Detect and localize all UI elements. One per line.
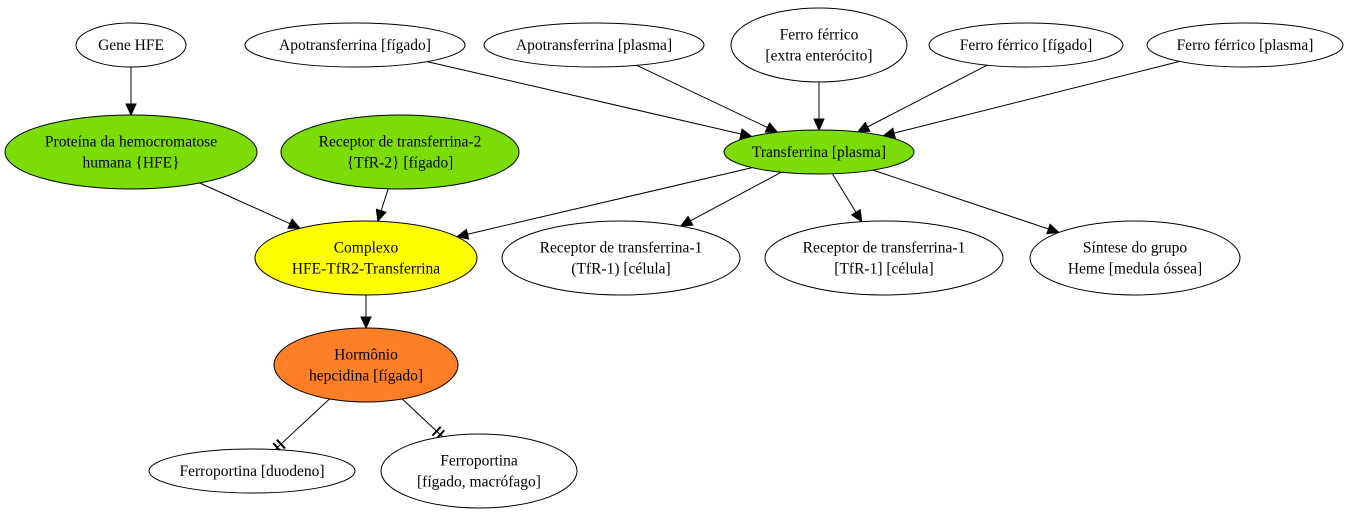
node-ferroportina-figado: Ferroportina [fígado, macrófago] [380, 433, 578, 509]
node-transferrina-plasma: Transferrina [plasma] [723, 129, 915, 175]
node-shape [273, 327, 459, 403]
edges-layer [125, 60, 1180, 453]
node-receptor-tfr2: Receptor de transferrina-2 {TfR-2} [fígad… [280, 114, 520, 190]
node-label: Ferroportina [duodeno] [179, 463, 324, 480]
node-ferroportina-duodeno: Ferroportina [duodeno] [148, 448, 356, 494]
node-ferro-ferrico-figado: Ferro férrico [fígado] [928, 22, 1124, 68]
node-shape [148, 448, 356, 494]
node-shape [764, 220, 1004, 296]
node-label: {TfR-2} [fígado] [347, 155, 454, 172]
node-label: Heme [medula óssea] [1068, 261, 1202, 278]
arrowhead-icon [287, 218, 302, 229]
node-shape [730, 7, 908, 83]
edge-apotransferrina_plasma-to-transferrina_plasma [636, 64, 779, 133]
edge-line [380, 188, 389, 211]
node-shape [501, 220, 741, 296]
edge-line [401, 398, 443, 438]
nodes-layer: Gene HFE Apotransferrina [fígado] Apotrans… [4, 7, 1344, 509]
node-label: Receptor de transferrina-1 [803, 240, 966, 257]
node-label: Ferro férrico [fígado] [960, 37, 1093, 54]
node-hepcidina: Hormônio hepcidina [fígado] [273, 327, 459, 403]
edge-proteina_hfe-to-complexo [199, 182, 302, 229]
arrowhead-icon [764, 122, 779, 133]
edge-complexo-to-hepcidina [360, 295, 372, 330]
edge-line [199, 182, 291, 225]
edge-ferro_ferrico_plasma-to-transferrina_plasma [882, 60, 1180, 139]
node-apotransferrina-figado: Apotransferrina [fígado] [244, 22, 466, 68]
node-shape [483, 22, 705, 68]
node-ferro-ferrico-extra: Ferro férrico [extra enterócito] [730, 7, 908, 83]
node-gene-hfe: Gene HFE [75, 22, 187, 68]
edge-ferro_ferrico_extra-to-transferrina_plasma [813, 82, 825, 132]
inhibition-bar-icon [431, 426, 442, 437]
node-label: [TfR-1] [célula] [834, 261, 933, 278]
arrowhead-icon [125, 103, 137, 117]
node-tfr1-celula-b: Receptor de transferrina-1 [TfR-1] [célul… [764, 220, 1004, 296]
node-label: Hormônio [334, 347, 398, 364]
edge-transferrina_plasma-to-tfr1_celula_b [831, 173, 863, 223]
edge-transferrina_plasma-to-complexo [455, 167, 753, 240]
node-label: (TfR-1) [célula] [571, 261, 670, 278]
edge-line [893, 60, 1180, 134]
arrowhead-icon [679, 215, 694, 227]
node-proteina-hfe: Proteína da hemocromatose humana {HFE} [4, 114, 258, 190]
arrowhead-icon [1046, 223, 1061, 235]
node-shape [244, 22, 466, 68]
node-shape [75, 22, 187, 68]
node-label: HFE-TfR2-Transferrina [292, 261, 440, 278]
node-tfr1-celula-a: Receptor de transferrina-1 (TfR-1) [célul… [501, 220, 741, 296]
edge-hepcidina-to-ferroportina_duodeno [272, 398, 330, 453]
edge-transferrina_plasma-to-sintese_heme [872, 169, 1061, 235]
arrowhead-icon [856, 121, 871, 133]
node-shape [928, 22, 1124, 68]
edge-line [831, 173, 857, 213]
node-label: [extra enterócito] [765, 48, 872, 65]
node-shape [1146, 22, 1344, 68]
node-label: Apotransferrina [plasma] [516, 37, 672, 54]
node-shape [380, 433, 578, 509]
edge-receptor_tfr2-to-complexo [375, 188, 389, 223]
arrowhead-icon [360, 316, 372, 330]
arrowhead-icon [850, 208, 863, 223]
node-label: Ferroportina [440, 453, 518, 470]
edge-line [636, 64, 768, 128]
edge-gene_hfe-to-proteina_hfe [125, 67, 137, 117]
node-ferro-ferrico-plasma: Ferro férrico [plasma] [1146, 22, 1344, 68]
edge-ferro_ferrico_figado-to-transferrina_plasma [856, 64, 988, 133]
node-shape [723, 129, 915, 175]
edge-transferrina_plasma-to-tfr1_celula_a [679, 171, 782, 227]
node-label: Síntese do grupo [1083, 240, 1187, 257]
edge-hepcidina-to-ferroportina_figado [401, 398, 446, 440]
inhibition-bar-icon [276, 439, 286, 450]
node-shape [1029, 220, 1241, 296]
node-apotransferrina-plasma: Apotransferrina [plasma] [483, 22, 705, 68]
edge-line [690, 171, 782, 222]
edge-line [467, 167, 753, 235]
arrowhead-icon [375, 208, 387, 223]
node-shape [4, 114, 258, 190]
node-shape [280, 114, 520, 190]
edge-line [872, 169, 1049, 230]
arrowhead-icon [813, 118, 825, 132]
node-shape [254, 220, 478, 296]
arrowhead-icon [455, 228, 470, 240]
edge-line [867, 64, 988, 128]
edge-line [426, 61, 742, 135]
node-label: Apotransferrina [fígado] [279, 37, 431, 54]
node-label: Receptor de transferrina-1 [540, 240, 703, 257]
node-label: humana {HFE} [82, 155, 179, 172]
node-label: hepcidina [fígado] [309, 368, 423, 385]
node-label: Complexo [334, 240, 399, 257]
node-label: Ferro férrico [780, 27, 859, 44]
node-label: Receptor de transferrina-2 [319, 134, 482, 151]
node-label: Proteína da hemocromatose [45, 134, 217, 151]
node-label: Ferro férrico [plasma] [1177, 37, 1314, 54]
node-label: [fígado, macrófago] [417, 474, 541, 491]
node-label: Transferrina [plasma] [752, 144, 886, 161]
edge-line [274, 398, 330, 450]
node-label: Gene HFE [98, 37, 164, 54]
